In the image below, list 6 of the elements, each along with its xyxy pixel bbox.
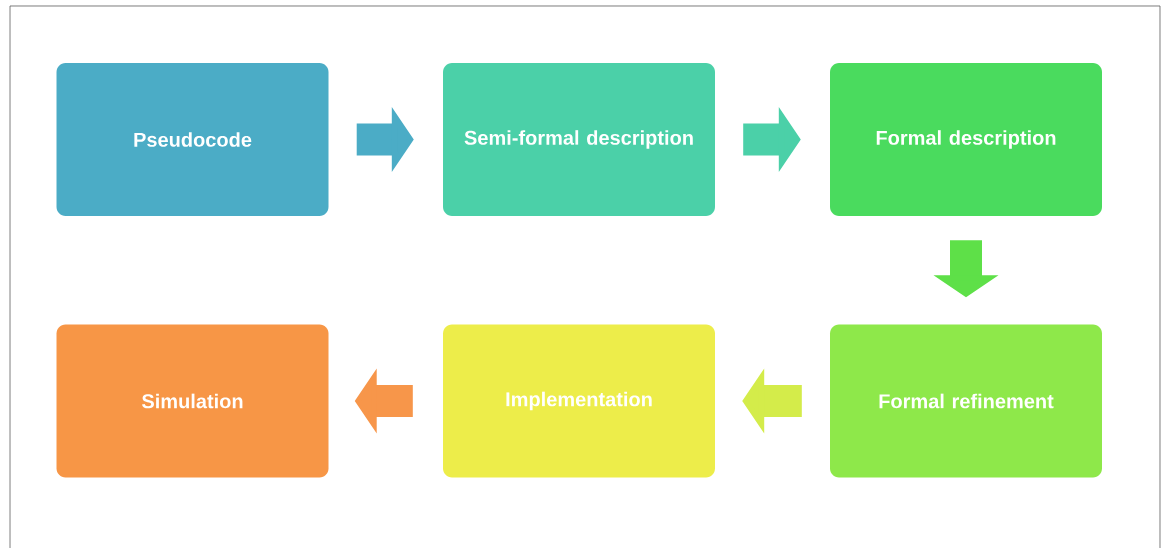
process-box: Semi-formal description	[443, 63, 715, 216]
process-box: Simulation	[56, 324, 329, 478]
process-box: Formal description	[830, 63, 1102, 216]
process-box: Pseudocode	[56, 63, 329, 216]
process-box: Implementation	[443, 324, 715, 478]
process-box: Formal refinement	[830, 324, 1102, 478]
